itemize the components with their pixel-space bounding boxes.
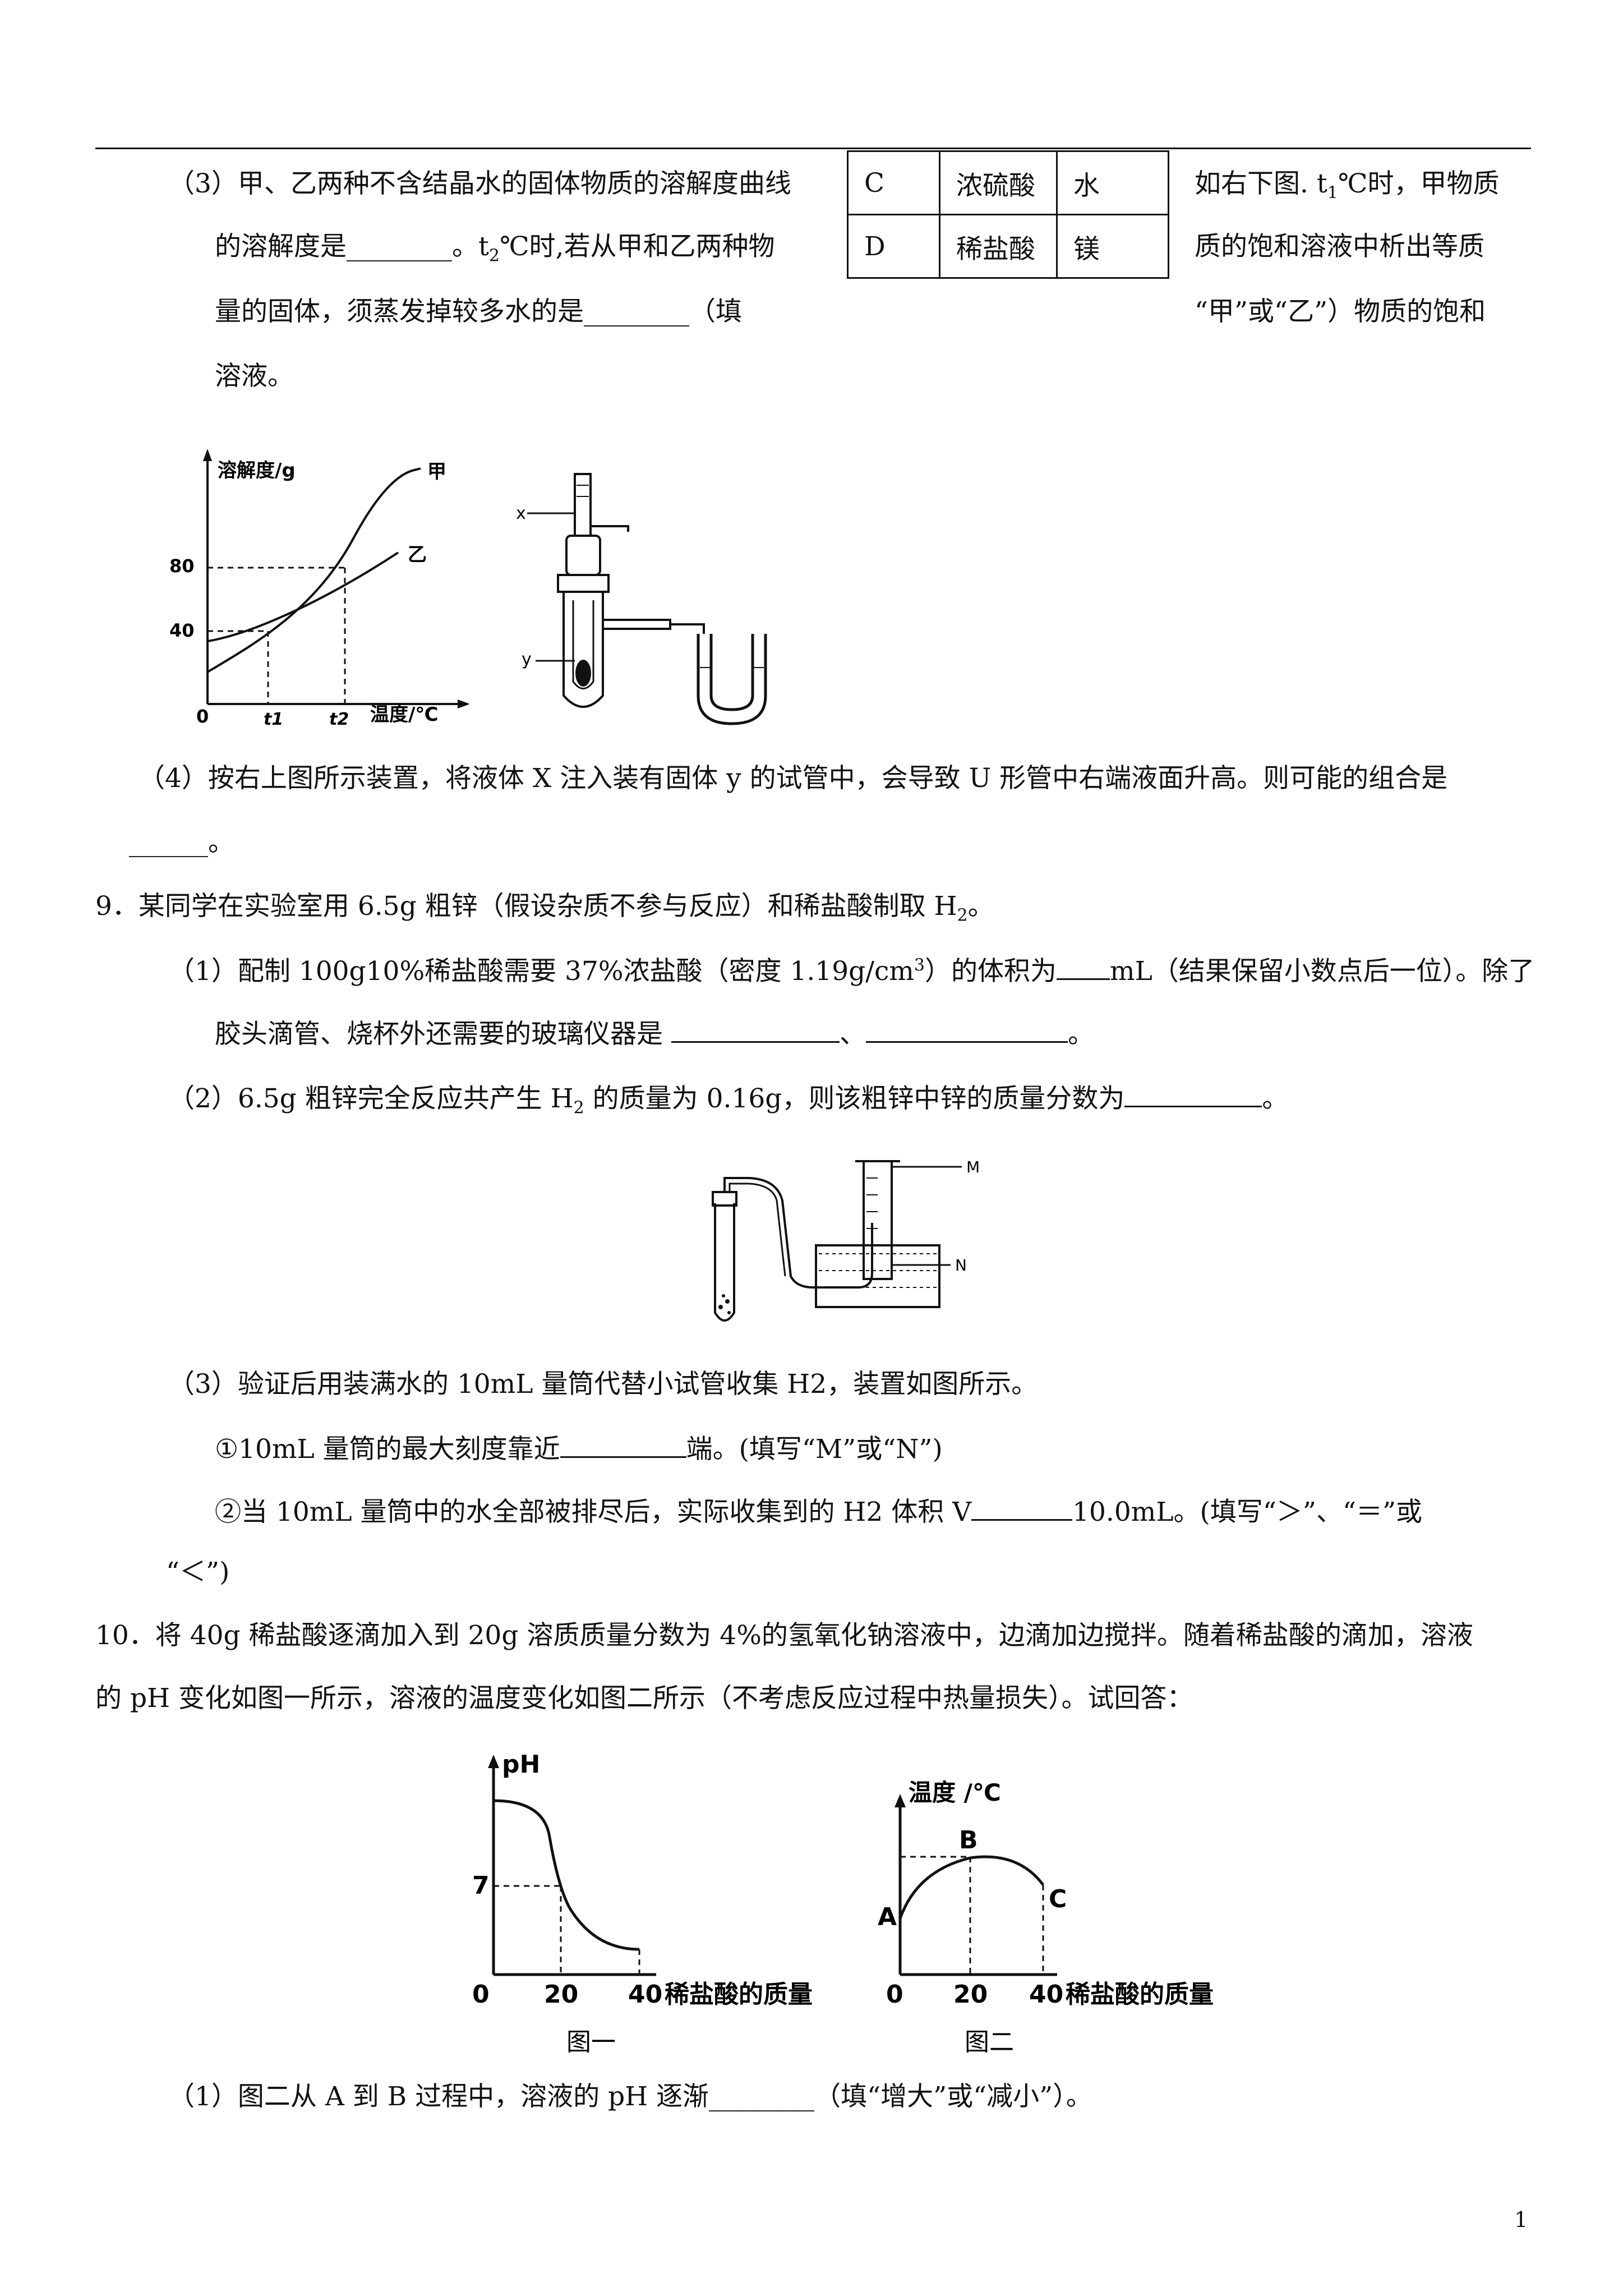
table-cell: D bbox=[847, 214, 940, 279]
q8-part3-line4: 溶液。 bbox=[215, 361, 294, 392]
q8-part3-right1: 如右下图. t1℃时，甲物质 bbox=[1195, 168, 1500, 203]
x-tick-label: t1 bbox=[264, 710, 283, 729]
q9-part3-i: ①10mL 量筒的最大刻度靠近端。(填写“M”或“N”) bbox=[215, 1432, 943, 1465]
q10-line2: 的 pH 变化如图一所示，溶液的温度变化如图二所示（不考虑反应过程中热量损失）。… bbox=[95, 1683, 1193, 1714]
series-yi-curve bbox=[207, 551, 399, 642]
table-cell: 稀盐酸 bbox=[939, 214, 1058, 279]
table-row: D 稀盐酸 镁 bbox=[847, 214, 1169, 279]
answer-blank[interactable] bbox=[560, 1432, 686, 1458]
q9-part1-line2: 胶头滴管、烧杯外还需要的玻璃仪器是 、。 bbox=[215, 1016, 1094, 1050]
x-tick-label: 40 bbox=[1029, 1980, 1063, 2009]
y-axis-label: 溶解度/g bbox=[218, 459, 296, 482]
y-tick-label: 80 bbox=[169, 555, 195, 577]
table-row: C 浓硫酸 水 bbox=[847, 150, 1169, 215]
header-rule bbox=[95, 148, 1531, 149]
water-trough bbox=[815, 1244, 940, 1308]
series-label-yi: 乙 bbox=[408, 544, 427, 566]
x-axis-label: 稀盐酸的质量 bbox=[665, 1980, 813, 2009]
table-cell: C bbox=[847, 150, 940, 215]
x-tick-label: 20 bbox=[544, 1980, 578, 2009]
x-tick-label: 40 bbox=[628, 1980, 662, 2009]
origin-label: 0 bbox=[472, 1980, 490, 2009]
chart-caption: 图二 bbox=[965, 2028, 1014, 2056]
label-y: y bbox=[522, 650, 532, 669]
q8-part3-line2: 的溶解度是________。t2℃时,若从甲和乙两种物 bbox=[215, 231, 775, 266]
delivery-tube bbox=[723, 1177, 873, 1289]
table-cell: 镁 bbox=[1056, 214, 1169, 279]
solubility-graph: 溶解度/g 温度/℃ 0 80 40 t1 t2 甲 乙 bbox=[169, 449, 470, 729]
u-tube-apparatus: x y bbox=[516, 473, 767, 725]
reagent-table: C 浓硫酸 水 D 稀盐酸 镁 bbox=[847, 150, 1169, 279]
series-label-jia: 甲 bbox=[427, 461, 446, 483]
y-axis-arrow bbox=[895, 1794, 906, 1807]
q8-part3-line3: 量的固体，须蒸发掉较多水的是________（填 bbox=[215, 296, 742, 327]
u-tube bbox=[697, 634, 767, 725]
q8-part3-right3: “甲”或“乙”）物质的饱和 bbox=[1195, 296, 1486, 327]
temperature-curve bbox=[898, 1855, 1044, 1919]
q9-stem: 9．某同学在实验室用 6.5g 粗锌（假设杂质不参与反应）和稀盐酸制取 H2。 bbox=[95, 891, 994, 926]
answer-blank[interactable] bbox=[1057, 954, 1110, 980]
series-jia-curve bbox=[206, 467, 421, 673]
q8-part4-line1: （4）按右上图所示装置，将液体 X 注入装有固体 y 的试管中，会导致 U 形管… bbox=[139, 763, 1448, 794]
temperature-chart: 温度 /℃ 0 20 40 稀盐酸的质量 图二 A B C bbox=[878, 1779, 1214, 2056]
origin-label: 0 bbox=[886, 1980, 903, 2009]
x-axis-label: 温度/℃ bbox=[370, 703, 439, 726]
x-axis-label: 稀盐酸的质量 bbox=[1066, 1980, 1214, 2009]
origin-label: 0 bbox=[196, 706, 209, 727]
y-axis-arrow bbox=[488, 1755, 499, 1768]
x-tick-label: t2 bbox=[329, 710, 349, 729]
table-cell: 水 bbox=[1056, 150, 1169, 215]
gas-collection-apparatus: M N bbox=[712, 1158, 980, 1322]
q10-line1: 10．将 40g 稀盐酸逐滴加入到 20g 溶质质量分数为 4%的氢氧化钠溶液中… bbox=[95, 1620, 1473, 1651]
q9-part1-line1: （1）配制 100g10%稀盐酸需要 37%浓盐酸（密度 1.19g/cm3）的… bbox=[168, 954, 1534, 987]
x-axis-arrow bbox=[458, 700, 470, 708]
dropper-tube bbox=[574, 473, 592, 537]
ph-chart: pH 7 0 20 40 稀盐酸的质量 图一 bbox=[472, 1750, 813, 2056]
chart-caption: 图一 bbox=[566, 2028, 616, 2056]
label-n: N bbox=[955, 1256, 967, 1274]
answer-blank[interactable] bbox=[671, 1016, 840, 1043]
y-tick-label: 7 bbox=[472, 1871, 490, 1900]
q10-part1: （1）图二从 A 到 B 过程中，溶液的 pH 逐渐________（填“增大”… bbox=[168, 2081, 1092, 2112]
test-tube bbox=[562, 592, 604, 708]
reaction-tube bbox=[714, 1203, 735, 1322]
connector-tube bbox=[602, 619, 671, 630]
label-x: x bbox=[516, 504, 526, 523]
answer-blank[interactable] bbox=[1124, 1081, 1262, 1107]
stopcock bbox=[591, 525, 629, 532]
tube-stopper bbox=[712, 1191, 737, 1207]
point-label-b: B bbox=[959, 1826, 978, 1855]
point-label-c: C bbox=[1049, 1885, 1067, 1913]
ph-curve bbox=[493, 1799, 640, 1951]
q9-part3-ii-cont: “＜”) bbox=[166, 1557, 230, 1588]
y-tick-label: 40 bbox=[169, 620, 195, 641]
solid-y bbox=[575, 660, 591, 687]
flask-neck bbox=[565, 535, 601, 576]
y-axis-arrow bbox=[203, 449, 212, 461]
stopper bbox=[557, 574, 610, 593]
q8-part3-right2: 质的饱和溶液中析出等质 bbox=[1195, 231, 1484, 262]
graduated-cylinder bbox=[863, 1160, 893, 1280]
point-label-a: A bbox=[878, 1903, 897, 1931]
q8-part3-line1: （3）甲、乙两种不含结晶水的固体物质的溶解度曲线 bbox=[168, 168, 791, 199]
answer-blank[interactable] bbox=[865, 1016, 1068, 1043]
q9-part3: （3）验证后用装满水的 10mL 量筒代替小试管收集 H2，装置如图所示。 bbox=[168, 1369, 1038, 1400]
page-number: 1 bbox=[1514, 2207, 1528, 2232]
q8-part4-line2: ______。 bbox=[129, 827, 234, 858]
x-tick-label: 20 bbox=[953, 1980, 988, 2009]
answer-blank[interactable] bbox=[971, 1494, 1073, 1521]
label-m: M bbox=[966, 1158, 980, 1176]
table-cell: 浓硫酸 bbox=[939, 150, 1058, 215]
y-axis-label: pH bbox=[502, 1750, 540, 1779]
q9-part2: （2）6.5g 粗锌完全反应共产生 H2 的质量为 0.16g，则该粗锌中锌的质… bbox=[168, 1081, 1288, 1118]
y-axis-label: 温度 /℃ bbox=[909, 1779, 1001, 1806]
